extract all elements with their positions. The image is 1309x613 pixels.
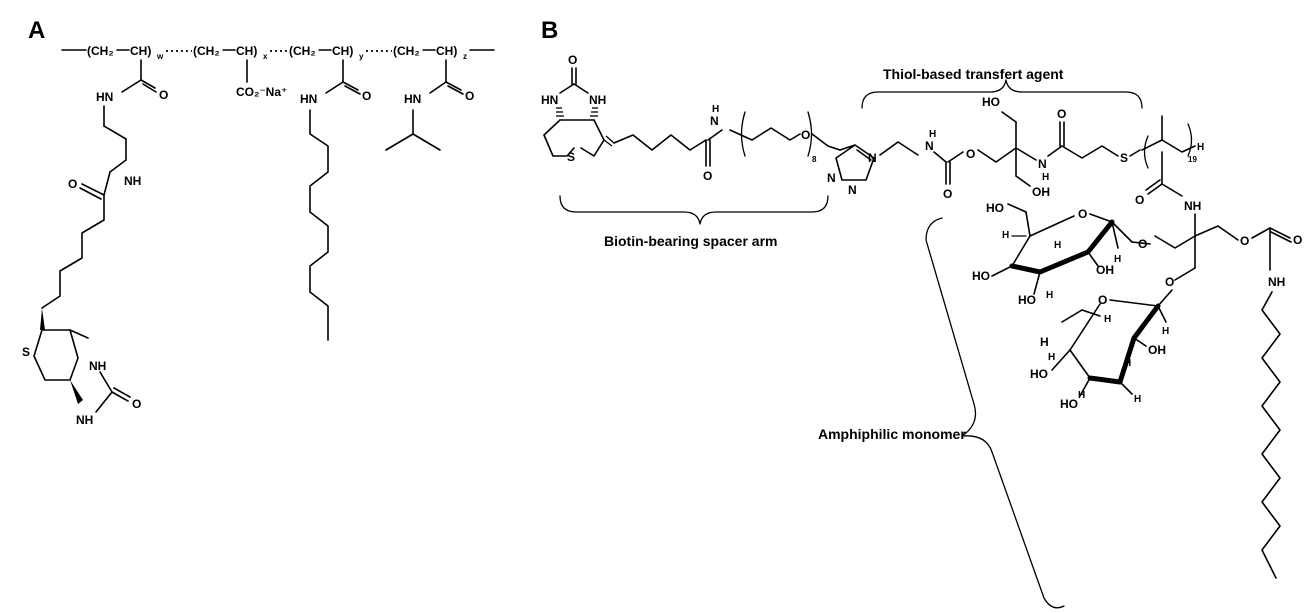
oh-glc2-2: OH (1148, 343, 1166, 357)
ch-group-z: CH) (436, 44, 457, 58)
nh-amph: NH (1268, 275, 1285, 289)
h-chain-end: H (1197, 142, 1204, 153)
h-glc2-6: H (1040, 335, 1049, 349)
h-glc1-3: H (1046, 290, 1053, 301)
n-triazole-1: N (827, 171, 836, 185)
h-amide-b1: H (712, 104, 719, 115)
s-atom-thiol: S (1120, 151, 1128, 165)
polymer-backbone: (CH₂ CH) w (CH₂ CH) x (CH₂ CH) y (CH₂ CH… (61, 44, 495, 61)
isopropyl-amide: O HN (385, 59, 474, 151)
biotin-side-chain: O HN NH O S NH O NH (22, 59, 168, 427)
o-glycoside-1: O (1138, 237, 1147, 251)
biotin-head: O HN NH S O N H (541, 53, 723, 183)
o-biotin-a: O (132, 397, 141, 411)
thiol-transfer-agent: N H O O HO OH N H O S (925, 95, 1141, 201)
nh-biotin-a-2: NH (76, 413, 93, 427)
o-carbonyl-amph: O (1293, 233, 1302, 247)
o-ring-glc1: O (1078, 207, 1087, 221)
n-amide-b1: N (710, 114, 719, 128)
o-carbonyl-thiol: O (1057, 107, 1066, 121)
glucose-ring-2: O H OH H HO HO H H H H H (1030, 289, 1173, 411)
oh-glc2-4: HO (1060, 397, 1078, 411)
o-ester-amph: O (1240, 234, 1249, 248)
hn-amide-z: HN (404, 92, 421, 106)
h-anomeric-glc1: H (1114, 254, 1121, 265)
thiol-brace: Thiol-based transfert agent (861, 66, 1143, 109)
n-triazole-3: N (868, 151, 877, 165)
nh-amide-2: NH (124, 174, 141, 188)
h-carbamate: H (929, 129, 936, 140)
amphiphilic-monomer-label: Amphiphilic monomer (818, 426, 966, 442)
ch2-group-z: (CH₂ (393, 44, 420, 58)
h-glc2-1: H (1104, 314, 1111, 325)
subscript-chain: 19 (1188, 155, 1197, 164)
h-glc2-3: H (1134, 394, 1141, 405)
hn-biotin-b: HN (541, 93, 558, 107)
h-anomeric-glc2: H (1162, 326, 1169, 337)
hn-amide-y: HN (300, 92, 317, 106)
h-glc2-4: H (1124, 358, 1131, 369)
h-thiol: H (1042, 172, 1049, 183)
carboxylate-group: CO₂⁻Na⁺ (236, 59, 287, 99)
n-triazole-2: N (848, 183, 857, 197)
ch-group-x: CH) (236, 44, 257, 58)
h-glc1-5: H (1002, 230, 1009, 241)
glucose-ring-1: O H HO HO OH HO H H H (972, 201, 1151, 307)
panel-b-label: B (541, 17, 558, 44)
spacer-brace: Biotin-bearing spacer arm (559, 195, 829, 249)
oh-thiol-1: HO (982, 95, 1000, 109)
ch2-group-x: (CH₂ (193, 44, 220, 58)
nh-biotin-b: NH (589, 93, 606, 107)
subscript-peg: 8 (812, 155, 817, 164)
ch2-group-w: (CH₂ (87, 44, 114, 58)
ch-group-w: CH) (130, 44, 151, 58)
subscript-z: z (463, 52, 467, 61)
o-amide-1: O (159, 88, 168, 102)
o-ring-glc2: O (1098, 293, 1107, 307)
biotin-spacer-label: Biotin-bearing spacer arm (604, 233, 778, 249)
oh-thiol-2: OH (1032, 185, 1050, 199)
amphiphilic-brace: Amphiphilic monomer (818, 217, 1065, 609)
subscript-w: w (156, 52, 164, 61)
ch2-group-y: (CH₂ (289, 44, 316, 58)
nh-chain: NH (1184, 199, 1201, 213)
o-ester-thiol: O (966, 147, 975, 161)
subscript-x: x (263, 52, 268, 61)
oh-glc2-3: HO (1030, 367, 1048, 381)
s-atom-biotin-a: S (22, 345, 30, 359)
ch-group-y: CH) (332, 44, 353, 58)
octyl-amide-chain: O HN (300, 59, 371, 341)
o-carbamate: O (943, 187, 952, 201)
o-amide-z: O (465, 89, 474, 103)
polymer-repeat-unit: 19 H O NH (1135, 115, 1204, 213)
h-glc2-3b: H (1078, 390, 1085, 401)
h-glc2-5: H (1048, 352, 1055, 363)
nh-biotin-a-1: NH (89, 359, 106, 373)
nh-carbamate: N (925, 139, 934, 153)
o-carbonyl-b1: O (703, 169, 712, 183)
o-biotin-b: O (568, 53, 577, 67)
oh-glc1-2: OH (1096, 263, 1114, 277)
amphiphilic-core: O O O O NH (1138, 213, 1302, 579)
subscript-y: y (359, 52, 364, 61)
o-amide-y: O (362, 89, 371, 103)
h-glc1-2: H (1054, 240, 1061, 251)
o-amide-2: O (68, 177, 77, 191)
oh-glc1-4: HO (972, 269, 990, 283)
oh-glc1-3: HO (1018, 293, 1036, 307)
panel-a-label: A (28, 17, 45, 44)
o-peg: O (801, 128, 810, 142)
hn-amide-1: HN (96, 90, 113, 104)
oh-glc1-6: HO (986, 201, 1004, 215)
peg-spacer: O 8 (729, 111, 841, 164)
s-atom-biotin-b: S (567, 150, 575, 164)
o-carbonyl-chain: O (1135, 193, 1144, 207)
nh-thiol: N (1038, 157, 1047, 171)
thiol-agent-label: Thiol-based transfert agent (883, 66, 1064, 82)
carboxylate-label: CO₂⁻Na⁺ (236, 85, 287, 99)
o-glycoside-2: O (1165, 275, 1174, 289)
triazole-ring: N N N (827, 141, 919, 197)
